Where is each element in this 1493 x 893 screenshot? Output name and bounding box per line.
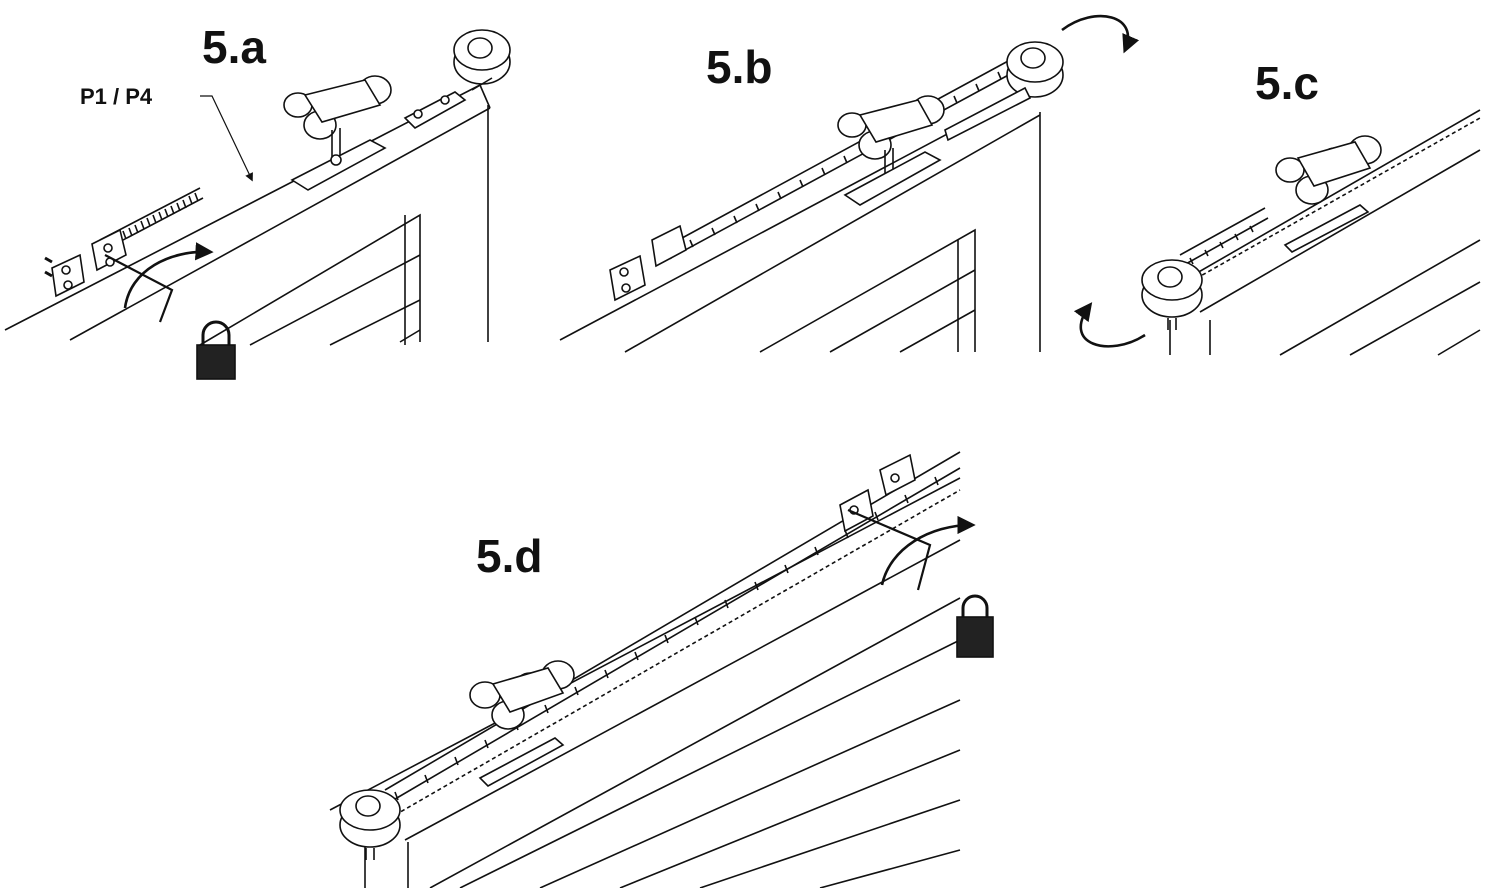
panel-5c xyxy=(1073,109,1481,356)
step-label-5b: 5.b xyxy=(706,41,773,93)
toothed-belt-icon xyxy=(659,59,1015,263)
belt-clamp-icon xyxy=(44,228,127,298)
hex-key-icon xyxy=(104,254,174,323)
step-label-5a: 5.a xyxy=(202,21,266,73)
roller-carriage-icon xyxy=(469,660,575,787)
padlock-closed-icon xyxy=(956,594,994,658)
panel-5a xyxy=(4,29,511,380)
panel-5b xyxy=(559,14,1140,353)
part-callout-label: P1 / P4 xyxy=(80,84,153,109)
step-label-5c: 5.c xyxy=(1255,57,1319,109)
panel-5d xyxy=(329,451,994,889)
hex-key-icon xyxy=(847,508,932,591)
belt-clamp-icon xyxy=(609,224,687,302)
door-frame xyxy=(329,477,961,889)
door-frame xyxy=(4,84,491,346)
pulley-wheel-icon xyxy=(1141,259,1203,330)
step-label-5d: 5.d xyxy=(476,530,543,582)
toothed-belt-icon xyxy=(1179,117,1481,283)
pulley-wheel-icon xyxy=(1006,41,1064,98)
pulley-wheel-icon xyxy=(339,789,401,860)
curved-arrow-icon xyxy=(1061,14,1140,54)
mounting-plate-icon xyxy=(403,91,467,129)
door-frame xyxy=(1149,109,1481,356)
roller-carriage-icon xyxy=(283,75,392,191)
belt-clamp-icon xyxy=(839,453,916,533)
curved-arrow-icon xyxy=(123,242,214,309)
pulley-wheel-icon xyxy=(453,29,511,91)
toothed-belt-icon xyxy=(384,451,961,816)
roller-carriage-icon xyxy=(1275,135,1382,253)
curved-arrow-icon xyxy=(1073,302,1146,348)
mounting-plate-icon xyxy=(944,86,1032,142)
padlock-closed-icon xyxy=(196,320,236,380)
roller-carriage-icon xyxy=(837,95,945,206)
callout-leader xyxy=(200,95,253,182)
curved-arrow-icon xyxy=(880,515,976,586)
